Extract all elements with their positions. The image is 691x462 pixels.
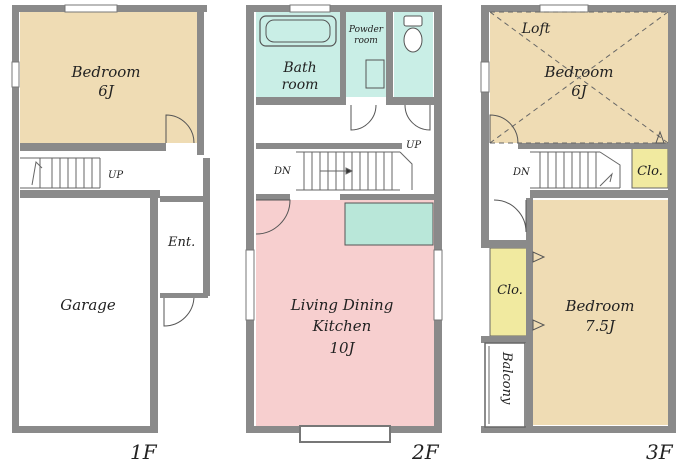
window (539, 4, 589, 13)
closet-label-2: Clo. (497, 283, 523, 298)
bedroom-3f-large-area (532, 200, 668, 425)
entrance-label: Ent. (167, 235, 195, 250)
door-swing (489, 114, 519, 144)
door-swing (404, 104, 431, 131)
door-marker (532, 251, 546, 263)
stairs-up-2f: UP (406, 140, 421, 151)
wall (481, 336, 533, 343)
floor-2f: Bath room Powder room UP DN Living Dinin… (245, 4, 443, 462)
bath-label-1: Bath (282, 60, 316, 76)
stairs-1f (20, 157, 101, 189)
kitchen-counter (344, 202, 434, 246)
window (289, 4, 331, 13)
loft-label: Loft (521, 21, 551, 37)
door-swing (165, 114, 195, 144)
door-marker (655, 130, 665, 144)
bay-window (299, 425, 391, 443)
wall (292, 143, 402, 149)
ldk-label-2: Kitchen (312, 317, 372, 335)
wall (203, 158, 210, 296)
wall (526, 198, 533, 338)
closet-area (631, 147, 669, 189)
entrance-floor (160, 293, 208, 298)
door-swing (255, 199, 291, 235)
wall (386, 12, 393, 105)
garage-label: Garage (60, 296, 116, 314)
wall (20, 143, 166, 151)
bathtub-inner (265, 19, 331, 43)
stairs-2f (296, 151, 413, 191)
wall (481, 240, 531, 248)
wall (668, 5, 676, 433)
wall (246, 5, 442, 12)
bedroom-3f-small-size: 6J (571, 82, 588, 100)
bedroom-1f-size: 6J (98, 82, 115, 100)
bedroom-1f-area (20, 12, 197, 143)
floor-label-2f: 2F (411, 440, 440, 462)
wall (393, 97, 434, 105)
wall (530, 190, 668, 198)
window (433, 249, 443, 321)
closet-area-2 (489, 247, 531, 337)
window (11, 61, 20, 88)
door-swing (493, 199, 527, 233)
wall (12, 5, 19, 433)
door-swing (350, 104, 377, 131)
wall (256, 97, 344, 105)
floor-label-1f: 1F (130, 440, 158, 462)
ldk-size: 10J (329, 339, 355, 357)
wall (481, 5, 489, 243)
wall (526, 336, 533, 433)
wall (256, 143, 306, 149)
closet-label: Clo. (637, 164, 663, 179)
wall (150, 198, 158, 433)
wall (12, 426, 158, 433)
wall (160, 196, 210, 202)
bedroom-3f-large-label: Bedroom (565, 297, 635, 315)
floor-label-3f: 3F (646, 440, 674, 462)
window (480, 61, 490, 93)
wall (340, 12, 346, 105)
wall (256, 194, 290, 200)
ldk-label-1: Living Dining (290, 296, 394, 314)
window (64, 4, 118, 13)
floor-3f: Loft Bedroom 6J DN Clo. Clo. Bedroom 7.5… (480, 4, 676, 462)
bathtub-icon (259, 15, 337, 47)
bath-label-2: room (282, 77, 319, 93)
window (245, 249, 255, 321)
bedroom-3f-large-size: 7.5J (585, 317, 616, 335)
bedroom-3f-small-label: Bedroom (544, 63, 614, 81)
toilet-icon (403, 15, 423, 53)
door-marker (532, 319, 546, 331)
wall (481, 426, 676, 433)
stairs-3f (530, 151, 621, 189)
powder-label-1: Powder (348, 25, 384, 35)
loft-marking (489, 11, 669, 144)
stairs-dn-2f: DN (273, 166, 292, 177)
wall (20, 190, 160, 198)
stairs-dn-3f: DN (512, 167, 531, 178)
wall (518, 143, 668, 149)
floor-1f: Bedroom 6J UP Garage Ent. 1F (11, 4, 210, 462)
balcony-label: Balcony (499, 351, 514, 405)
stairs-up-1f: UP (108, 170, 123, 181)
sink-icon (365, 59, 385, 89)
bedroom-1f-label: Bedroom (71, 63, 141, 81)
entrance-door-swing (163, 295, 195, 327)
wall (246, 5, 254, 433)
wall (197, 5, 204, 155)
powder-label-2: room (354, 36, 378, 46)
balcony-area (484, 342, 526, 428)
wall (340, 194, 434, 200)
wall (434, 5, 442, 433)
